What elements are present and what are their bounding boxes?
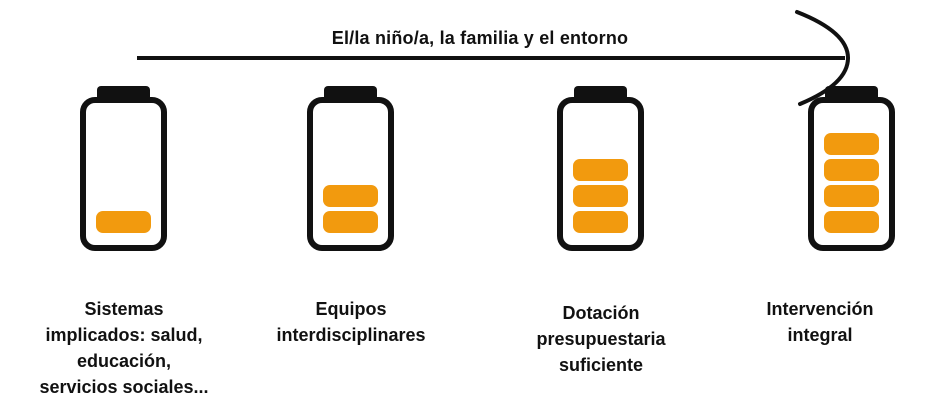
charge-cell [824, 185, 879, 207]
label-line: integral [787, 325, 853, 345]
charge-cell [323, 211, 378, 233]
battery-1 [80, 86, 167, 251]
charge-cell [824, 211, 879, 233]
charge-cell [573, 159, 628, 181]
battery-3 [557, 86, 644, 251]
battery-2-cells [323, 185, 378, 233]
arrow-label: El/la niño/a, la familia y el entorno [331, 28, 629, 48]
battery-2 [307, 86, 394, 251]
battery-2-label: Equipos interdisciplinares [241, 296, 461, 348]
label-line: suficiente [558, 355, 644, 375]
label-line: Equipos [315, 299, 387, 319]
battery-1-cells [96, 211, 151, 233]
charge-cell [323, 185, 378, 207]
battery-4-cells [824, 133, 879, 233]
battery-4 [808, 86, 895, 251]
battery-3-cells [573, 159, 628, 233]
battery-1-label: Sistemas implicados: salud, educación, s… [14, 296, 234, 400]
charge-cell [96, 211, 151, 233]
battery-3-label: Dotación presupuestaria suficiente [491, 300, 711, 378]
label-line: interdisciplinares [276, 325, 426, 345]
charge-cell [824, 159, 879, 181]
label-line: Dotación [562, 303, 640, 323]
label-line: servicios sociales... [39, 377, 209, 397]
charge-cell [824, 133, 879, 155]
label-line: implicados: salud, [45, 325, 203, 345]
label-line: presupuestaria [536, 329, 666, 349]
charge-cell [573, 185, 628, 207]
label-line: Intervención [766, 299, 874, 319]
charge-cell [573, 211, 628, 233]
battery-4-label: Intervención integral [705, 296, 925, 348]
label-line: educación, [76, 351, 172, 371]
label-line: Sistemas [84, 299, 164, 319]
arrow-head [795, 10, 851, 106]
